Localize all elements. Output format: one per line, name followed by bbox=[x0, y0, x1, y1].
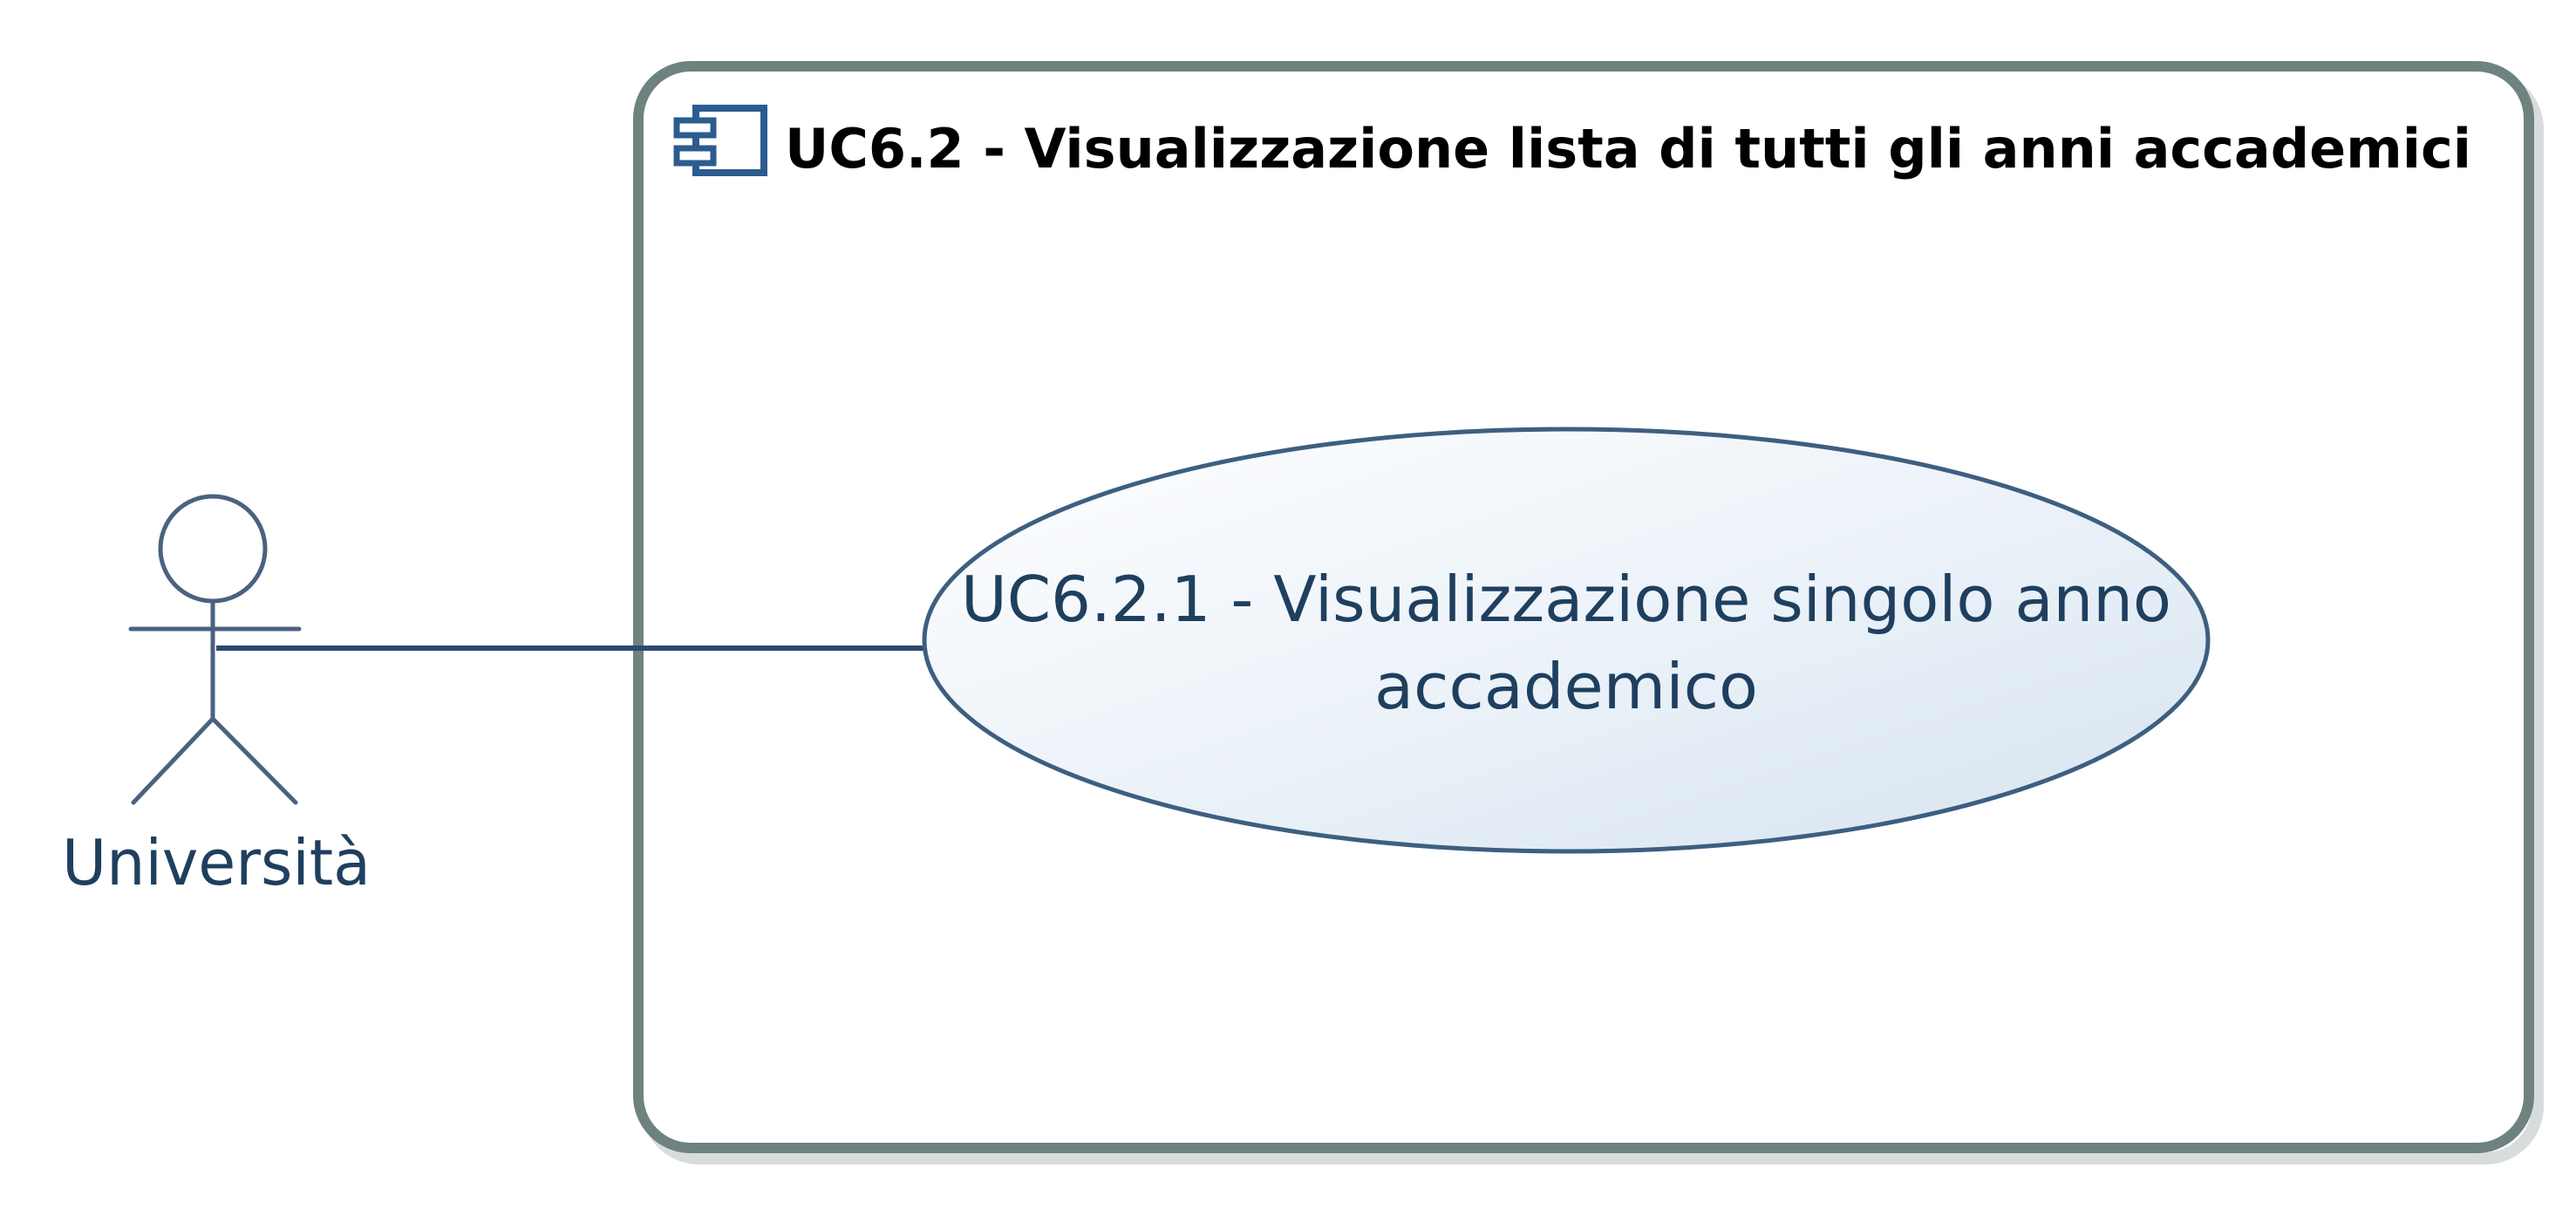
component-icon bbox=[673, 105, 767, 176]
system-title: UC6.2 - Visualizzazione lista di tutti g… bbox=[785, 117, 2471, 181]
actor-head bbox=[158, 494, 268, 604]
actor-left-leg bbox=[131, 716, 215, 805]
use-case-label-line1: UC6.2.1 - Visualizzazione singolo anno bbox=[961, 563, 2171, 636]
actor-right-leg bbox=[210, 716, 298, 805]
use-case-label-line2: accademico bbox=[1374, 650, 1758, 723]
actor-figure[interactable] bbox=[128, 494, 302, 805]
use-case-ellipse[interactable] bbox=[922, 427, 2211, 854]
actor-label: Università bbox=[62, 826, 371, 899]
